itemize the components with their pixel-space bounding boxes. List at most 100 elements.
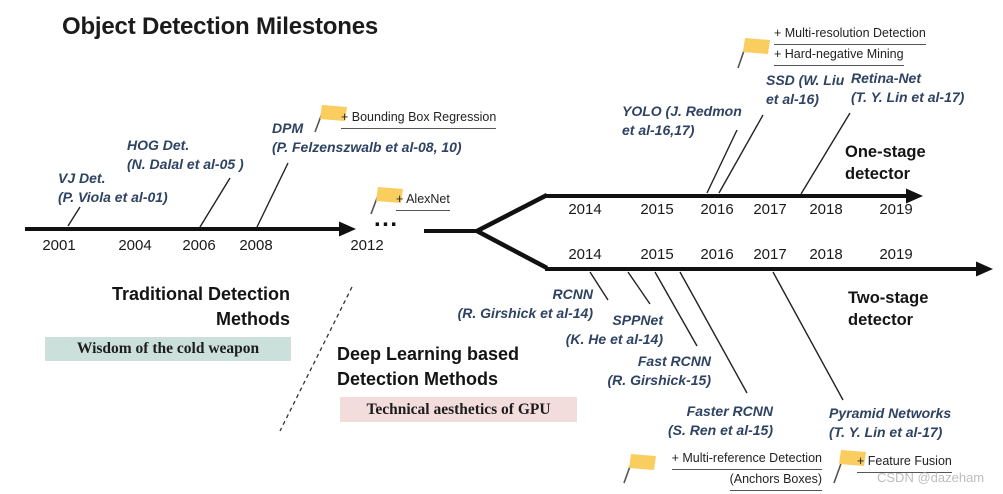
sppnet-line1: SPPNet	[612, 312, 663, 328]
yolo-tick-line	[706, 129, 738, 194]
pyramid-line2: (T. Y. Lin et al-17)	[829, 424, 943, 440]
flag-label-bbox-regression: + Bounding Box Regression	[341, 108, 497, 129]
two-stage-detector-heading: Two-stage detector	[848, 287, 928, 331]
two-stage-line2: detector	[848, 311, 914, 329]
flag-label-alexnet: + AlexNet	[396, 190, 450, 211]
feature-fusion-text: + Feature Fusion	[857, 452, 952, 473]
flag-label-feature-fusion: + Feature Fusion	[857, 452, 952, 473]
multi-reference-flag-icon	[623, 454, 656, 484]
two-stage-year-2014: 2014	[568, 246, 602, 263]
feature-fusion-flag-icon	[833, 450, 866, 484]
ssd-line1: SSD (W. Liu	[766, 72, 845, 88]
one-stage-line2: detector	[845, 165, 911, 183]
milestone-vj-cite: (P. Viola et al-01)	[58, 189, 168, 205]
two-stage-arrowhead	[976, 261, 993, 277]
one-stage-year-2019: 2019	[879, 201, 913, 218]
milestone-dpm-name: DPM	[272, 120, 304, 136]
year-2006: 2006	[182, 237, 216, 254]
bbox-regression-text: + Bounding Box Regression	[341, 108, 497, 129]
ssd-tick-line	[718, 114, 764, 194]
milestone-dpm: DPM (P. Felzenszwalb et al-08, 10)	[272, 119, 462, 157]
one-stage-year-2014: 2014	[568, 201, 602, 218]
retina-line1: Retina-Net	[851, 70, 922, 86]
one-stage-year-2018: 2018	[809, 201, 843, 218]
page-title: Object Detection Milestones	[62, 13, 378, 40]
two-stage-line1: Two-stage	[848, 289, 929, 307]
watermark: CSDN @dazeham	[877, 470, 985, 485]
faster-rcnn-line1: Faster RCNN	[686, 403, 773, 419]
pyramid-tick-line	[772, 271, 844, 401]
deep-learning-heading: Deep Learning based Detection Methods	[337, 342, 519, 392]
two-stage-year-2017: 2017	[753, 246, 787, 263]
alexnet-flag-icon	[370, 187, 403, 215]
anchors-boxes-text: (Anchors Boxes)	[729, 470, 822, 491]
milestone-hog-det: HOG Det. (N. Dalal et al-05 )	[127, 136, 244, 174]
two-stage-year-2016: 2016	[700, 246, 734, 263]
rcnn-line2: (R. Girshick et al-14)	[457, 305, 593, 321]
year-2012: 2012	[350, 237, 384, 254]
milestone-hog-cite: (N. Dalal et al-05 )	[127, 156, 244, 172]
milestone-rcnn: RCNN (R. Girshick et al-14)	[450, 285, 593, 323]
ssd-line2: et al-16)	[766, 91, 819, 107]
milestone-vj-det: VJ Det. (P. Viola et al-01)	[58, 169, 168, 207]
technical-aesthetics-gpu-badge: Technical aesthetics of GPU	[340, 397, 577, 422]
milestone-dpm-cite: (P. Felzenszwalb et al-08, 10)	[272, 139, 462, 155]
fork-upper-diagonal	[475, 192, 549, 234]
yolo-line2: et al-16,17)	[622, 122, 695, 138]
one-stage-detector-heading: One-stage detector	[845, 141, 926, 185]
one-stage-year-2015: 2015	[640, 201, 674, 218]
sppnet-tick-line	[627, 271, 651, 305]
year-2008: 2008	[239, 237, 273, 254]
faster-rcnn-line2: (S. Ren et al-15)	[667, 422, 773, 438]
two-stage-year-2015: 2015	[640, 246, 674, 263]
milestone-ssd: SSD (W. Liu et al-16)	[766, 71, 844, 109]
traditional-methods-heading: Traditional Detection Methods	[70, 282, 290, 332]
fast-rcnn-line2: (R. Girshick-15)	[607, 372, 711, 388]
flag-label-multi-resolution: + Multi-resolution Detection + Hard-nega…	[774, 24, 926, 66]
wisdom-cold-weapon-badge: Wisdom of the cold weapon	[45, 337, 291, 361]
multi-resolution-flag-icon	[737, 38, 770, 69]
retina-tick-line	[800, 112, 851, 195]
fork-lower-diagonal	[475, 229, 549, 270]
milestone-retina-net: Retina-Net (T. Y. Lin et al-17)	[851, 69, 964, 107]
milestone-faster-rcnn: Faster RCNN (S. Ren et al-15)	[630, 402, 773, 440]
timeline-ellipsis: ...	[374, 205, 399, 232]
two-stage-year-2018: 2018	[809, 246, 843, 263]
rcnn-tick-line	[589, 271, 609, 301]
milestone-yolo: YOLO (J. Redmon et al-16,17)	[622, 102, 742, 140]
year-2001: 2001	[42, 237, 76, 254]
one-stage-year-2017: 2017	[753, 201, 787, 218]
deep-heading-line1: Deep Learning based	[337, 344, 520, 364]
traditional-timeline-arrowhead	[339, 221, 356, 237]
alexnet-text: + AlexNet	[396, 190, 450, 211]
retina-line2: (T. Y. Lin et al-17)	[851, 89, 965, 105]
milestone-vj-name: VJ Det.	[58, 170, 106, 186]
milestone-hog-name: HOG Det.	[127, 137, 190, 153]
faster-rcnn-tick-line	[679, 271, 748, 394]
traditional-heading-line2: Methods	[216, 309, 290, 329]
year-2004: 2004	[118, 237, 152, 254]
dpm-tick-line	[256, 162, 289, 228]
sppnet-line2: (K. He et al-14)	[565, 331, 663, 347]
traditional-heading-line1: Traditional Detection	[111, 284, 290, 304]
deep-heading-line2: Detection Methods	[337, 369, 499, 389]
milestone-pyramid-networks: Pyramid Networks (T. Y. Lin et al-17)	[829, 404, 951, 442]
flag-label-multi-reference: + Multi-reference Detection (Anchors Box…	[656, 449, 822, 491]
yolo-line1: YOLO (J. Redmon	[622, 103, 742, 119]
one-stage-arrowhead	[906, 188, 923, 204]
fast-rcnn-line1: Fast RCNN	[637, 353, 711, 369]
bounding-box-regression-flag-icon	[314, 105, 347, 133]
pyramid-line1: Pyramid Networks	[829, 405, 952, 421]
hard-negative-text: + Hard-negative Mining	[774, 45, 904, 66]
one-stage-line1: One-stage	[845, 143, 926, 161]
two-stage-year-2019: 2019	[879, 246, 913, 263]
milestone-sppnet: SPPNet (K. He et al-14)	[520, 311, 663, 349]
multi-resolution-text: + Multi-resolution Detection	[774, 24, 926, 45]
multi-reference-text: + Multi-reference Detection	[671, 449, 822, 470]
one-stage-year-2016: 2016	[700, 201, 734, 218]
fast-rcnn-tick-line	[654, 271, 698, 347]
rcnn-line1: RCNN	[552, 286, 593, 302]
hog-tick-line	[199, 177, 231, 228]
